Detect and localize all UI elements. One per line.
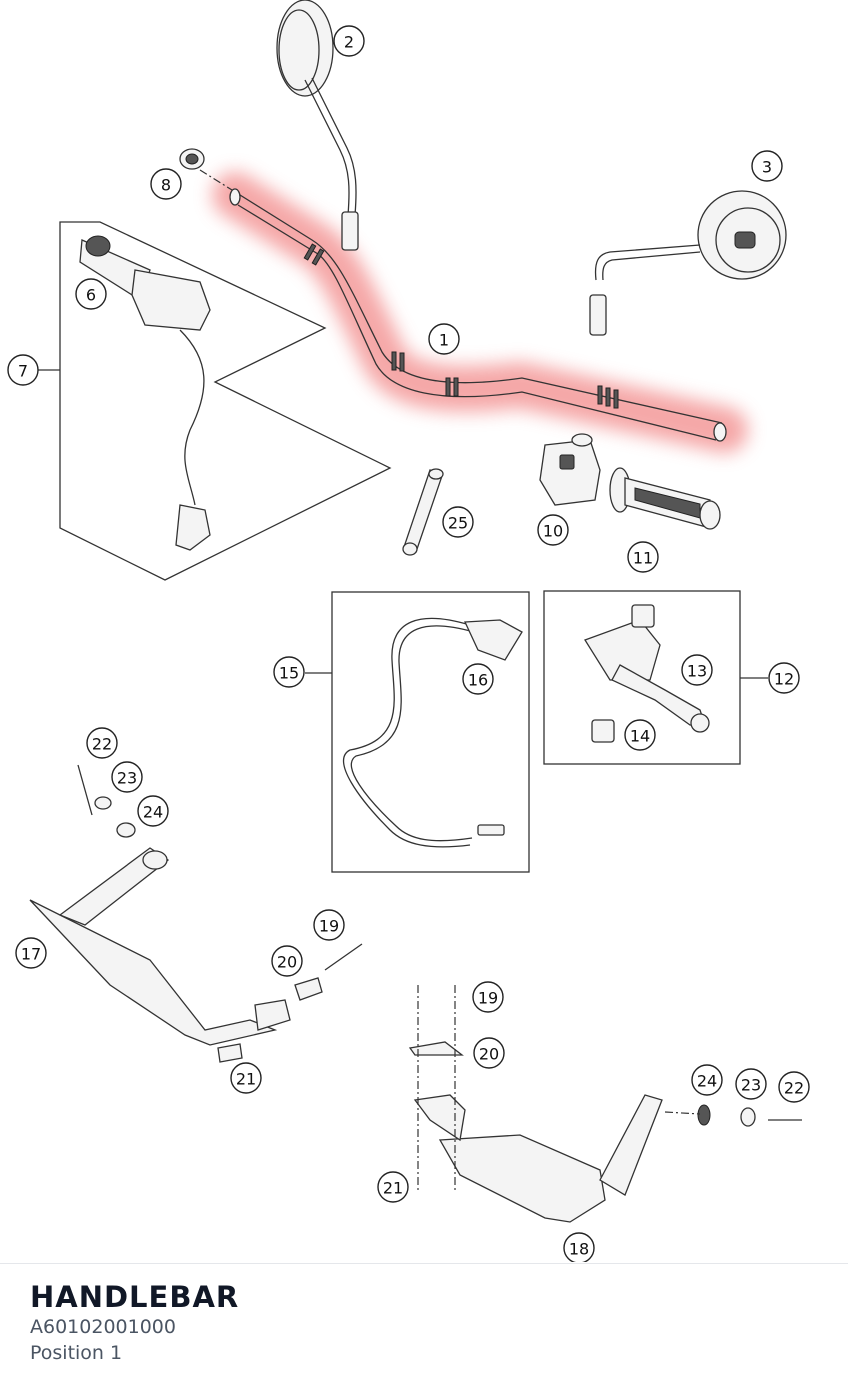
right-fasteners[interactable] (417, 985, 802, 1190)
callout-label: 22 (784, 1079, 804, 1098)
tool-bracket[interactable] (402, 468, 444, 556)
handlebar-exploded-diagram: 1236781011121314151617181919202021212222… (7, 0, 810, 1262)
bar-end-cap[interactable] (179, 148, 233, 191)
callout-label: 12 (774, 670, 794, 689)
handguard-left[interactable] (29, 847, 291, 1063)
footer-divider (0, 1263, 848, 1264)
callout-13[interactable]: 13 (681, 654, 713, 686)
clutch-cable[interactable] (343, 617, 523, 848)
callout-label: 10 (543, 522, 563, 541)
callout-label: 22 (92, 735, 112, 754)
left-fasteners[interactable] (77, 764, 363, 1001)
callout-10[interactable]: 10 (537, 514, 569, 546)
handlebar-switch[interactable] (539, 433, 601, 506)
callout-label: 24 (143, 803, 163, 822)
callout-label: 19 (319, 917, 339, 936)
callout-21[interactable]: 21 (230, 1062, 262, 1094)
callout-label: 3 (762, 158, 772, 177)
callout-label: 17 (21, 945, 41, 964)
clutch-lever-frame (543, 590, 768, 765)
callout-12[interactable]: 12 (768, 662, 800, 694)
callout-label: 24 (697, 1072, 717, 1091)
handlebar-highlight (212, 172, 748, 453)
callout-19[interactable]: 19 (313, 909, 345, 941)
callout-16[interactable]: 16 (462, 663, 494, 695)
callout-label: 1 (439, 331, 449, 350)
callout-label: 19 (478, 989, 498, 1008)
callout-17[interactable]: 17 (15, 937, 47, 969)
callout-24[interactable]: 24 (137, 795, 169, 827)
callout-label: 18 (569, 1240, 589, 1259)
callout-label: 23 (117, 769, 137, 788)
callout-6[interactable]: 6 (75, 278, 107, 310)
lever-switch[interactable] (591, 719, 615, 743)
callout-label: 25 (448, 514, 468, 533)
callout-7[interactable]: 7 (7, 354, 39, 386)
callout-label: 7 (18, 362, 28, 381)
callout-label: 11 (633, 549, 653, 568)
callout-label: 20 (479, 1045, 499, 1064)
callout-8[interactable]: 8 (150, 168, 182, 200)
diagram-title: HANDLEBAR (30, 1280, 240, 1314)
part-number: A60102001000 (30, 1316, 176, 1338)
callout-19[interactable]: 19 (472, 981, 504, 1013)
callout-25[interactable]: 25 (442, 506, 474, 538)
callout-2[interactable]: 2 (333, 25, 365, 57)
callout-23[interactable]: 23 (111, 761, 143, 793)
callout-3[interactable]: 3 (751, 150, 783, 182)
callout-22[interactable]: 22 (86, 727, 118, 759)
throttle-grip[interactable] (79, 235, 211, 551)
callout-11[interactable]: 11 (627, 541, 659, 573)
handguard-right[interactable] (408, 1041, 663, 1223)
diagram-info: HANDLEBAR A60102001000 Position 1 (30, 1280, 820, 1366)
callout-20[interactable]: 20 (473, 1037, 505, 1069)
callout-15[interactable]: 15 (273, 656, 305, 688)
callout-label: 2 (344, 33, 354, 52)
mirror-left[interactable] (276, 0, 359, 251)
clutch-cable-frame (305, 591, 530, 873)
callout-1[interactable]: 1 (428, 323, 460, 355)
left-grip[interactable] (609, 467, 721, 530)
callout-label: 16 (468, 671, 488, 690)
mirror-right[interactable] (589, 190, 787, 336)
callout-24[interactable]: 24 (691, 1064, 723, 1096)
callout-20[interactable]: 20 (271, 945, 303, 977)
callout-label: 23 (741, 1076, 761, 1095)
callout-label: 15 (279, 664, 299, 683)
callout-14[interactable]: 14 (624, 719, 656, 751)
callout-label: 14 (630, 727, 650, 746)
clutch-lever[interactable] (584, 604, 710, 733)
callout-21[interactable]: 21 (377, 1171, 409, 1203)
callout-label: 20 (277, 953, 297, 972)
callout-18[interactable]: 18 (563, 1232, 595, 1262)
callout-22[interactable]: 22 (778, 1071, 810, 1103)
callout-label: 21 (236, 1070, 256, 1089)
callout-23[interactable]: 23 (735, 1068, 767, 1100)
throttle-assembly-frame (38, 221, 392, 581)
callout-label: 8 (161, 176, 171, 195)
position-label: Position 1 (30, 1342, 123, 1364)
callout-label: 6 (86, 286, 96, 305)
callout-label: 13 (687, 662, 707, 681)
handlebar-tube[interactable] (229, 188, 727, 442)
callout-label: 21 (383, 1179, 403, 1198)
